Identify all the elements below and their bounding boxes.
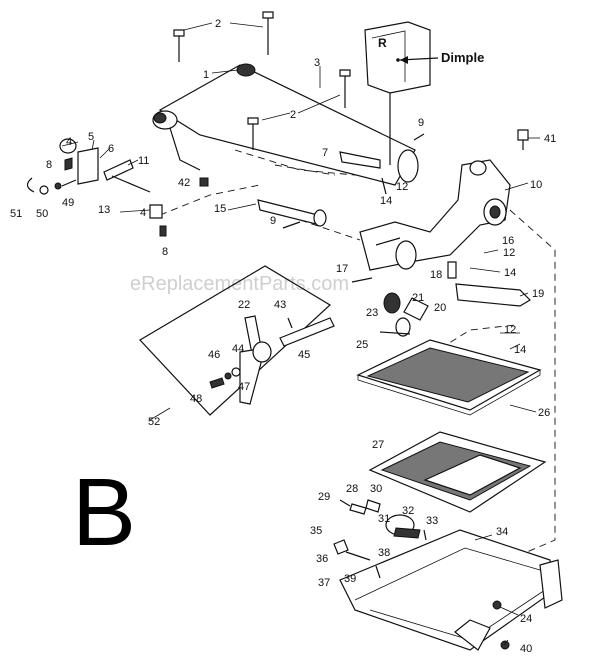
label-13: 13: [98, 204, 110, 216]
label-51: 51: [10, 208, 22, 220]
label-35: 35: [310, 525, 322, 537]
label-27: 27: [372, 439, 384, 451]
label-21: 21: [412, 292, 424, 304]
label-2: 2: [215, 18, 221, 30]
screen-part: [368, 431, 547, 513]
label-3: 3: [314, 57, 320, 69]
pulley-parts: [379, 292, 411, 337]
label-18: 18: [430, 269, 442, 281]
label-50: 50: [36, 208, 48, 220]
label-14: 14: [514, 344, 526, 356]
label-8: 8: [46, 159, 52, 171]
label-52: 52: [148, 416, 160, 428]
label-22: 22: [238, 299, 250, 311]
callout-label: Dimple: [441, 50, 484, 65]
label-45: 45: [298, 349, 310, 361]
label-12: 12: [396, 181, 408, 193]
label-4: 4: [140, 207, 146, 219]
base-part: [339, 529, 563, 651]
label-38: 38: [378, 547, 390, 559]
label-6: 6: [108, 143, 114, 155]
label-28: 28: [346, 483, 358, 495]
label-43: 43: [274, 299, 286, 311]
label-16: 16: [502, 235, 514, 247]
tray-part: [356, 339, 542, 416]
label-24: 24: [520, 613, 532, 625]
label-41: 41: [544, 133, 556, 145]
label-49: 49: [62, 197, 74, 209]
left-bracket-parts: [26, 138, 167, 237]
label-34: 34: [496, 526, 508, 538]
label-1: 1: [203, 69, 209, 81]
label-33: 33: [426, 515, 438, 527]
label-14: 14: [504, 267, 516, 279]
assembly-dashed-lines: [159, 149, 556, 556]
section-letter: B: [72, 459, 136, 566]
lever-assembly-box: [139, 265, 335, 416]
label-48: 48: [190, 393, 202, 405]
bolts-part: [173, 11, 351, 150]
label-7: 7: [322, 147, 328, 159]
label-39: 39: [344, 573, 356, 585]
label-10: 10: [530, 179, 542, 191]
label-5: 5: [88, 131, 94, 143]
label-14: 14: [380, 195, 392, 207]
frame-arm-part: [351, 159, 531, 321]
label-40: 40: [520, 643, 532, 655]
label-12: 12: [504, 324, 516, 336]
label-32: 32: [402, 505, 414, 517]
label-8: 8: [162, 246, 168, 258]
small-hardware-parts: [333, 499, 427, 579]
label-31: 31: [378, 513, 390, 525]
label-25: 25: [356, 339, 368, 351]
label-46: 46: [208, 349, 220, 361]
label-19: 19: [532, 288, 544, 300]
label-44: 44: [232, 343, 244, 355]
label-9: 9: [418, 117, 424, 129]
label-20: 20: [434, 302, 446, 314]
label-23: 23: [366, 307, 378, 319]
callout-letter: R: [378, 36, 387, 50]
leader-lines: [61, 22, 540, 646]
label-37: 37: [318, 577, 330, 589]
label-2: 2: [290, 109, 296, 121]
label-4: 4: [66, 136, 72, 148]
label-26: 26: [538, 407, 550, 419]
label-30: 30: [370, 483, 382, 495]
part-41: [517, 129, 529, 150]
label-9: 9: [270, 215, 276, 227]
label-11: 11: [138, 155, 149, 167]
label-47: 47: [238, 381, 250, 393]
label-36: 36: [316, 553, 328, 565]
label-17: 17: [336, 263, 348, 275]
middle-small-parts: [199, 133, 425, 229]
part-labels: 2 1 3 2 9 41 4 5 6 7 8 11 10 12 42 14 49…: [10, 18, 556, 655]
label-12: 12: [503, 247, 515, 259]
watermark: eReplacementParts.com: [130, 273, 349, 295]
label-29: 29: [318, 491, 330, 503]
dimple-callout: R Dimple: [364, 21, 484, 165]
label-42: 42: [178, 177, 190, 189]
label-15: 15: [214, 203, 226, 215]
